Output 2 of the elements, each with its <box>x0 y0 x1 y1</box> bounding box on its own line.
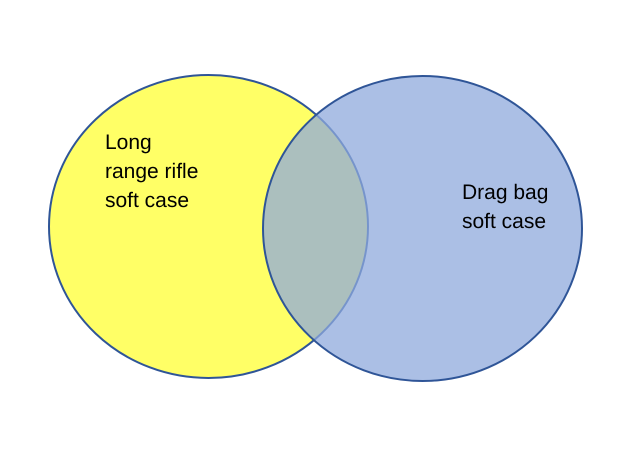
set-label: Drag bag soft case <box>462 180 550 235</box>
set-label: Long range rifle soft case <box>105 130 200 214</box>
